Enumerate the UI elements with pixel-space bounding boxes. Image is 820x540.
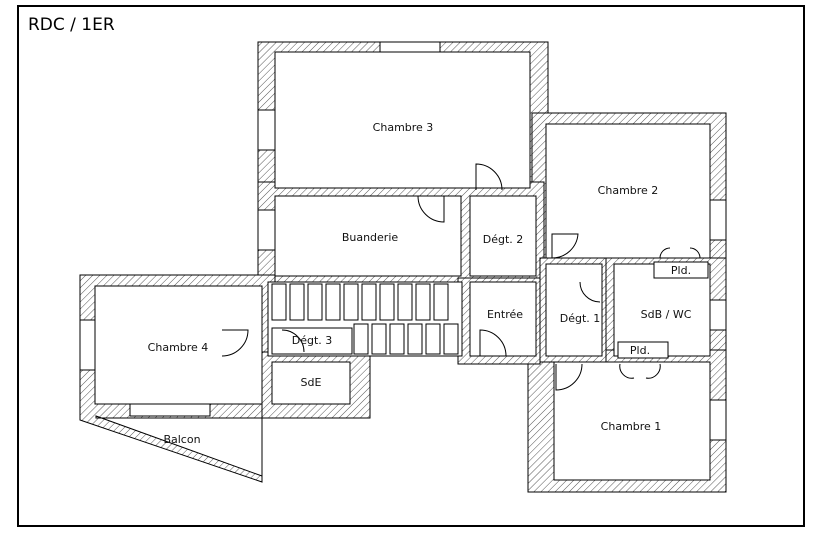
room-chambre-3 [274, 51, 531, 189]
label-balcon: Balcon [163, 433, 200, 446]
label-chambre-1: Chambre 1 [601, 420, 662, 433]
label-pld-bottom: Pld. [630, 344, 650, 357]
label-sde: SdE [301, 376, 322, 389]
label-chambre-2: Chambre 2 [598, 184, 659, 197]
room-degt-3 [271, 327, 353, 355]
room-chambre-1 [553, 361, 711, 481]
room-pld-bottom [617, 341, 669, 359]
room-sde [271, 361, 351, 405]
label-pld-top: Pld. [671, 264, 691, 277]
room-buanderie [274, 195, 462, 277]
label-degt-2: Dégt. 2 [483, 233, 524, 246]
label-degt-3: Dégt. 3 [292, 334, 333, 347]
label-chambre-4: Chambre 4 [148, 341, 209, 354]
room-pld-top [653, 261, 709, 279]
room-sdb-wc [613, 263, 711, 357]
room-balcon [95, 415, 263, 477]
windows [79, 41, 727, 441]
doors [221, 163, 701, 391]
label-sdb-wc: SdB / WC [641, 308, 692, 321]
plan-title: RDC / 1ER [28, 15, 115, 35]
room-degt-2 [469, 195, 537, 277]
room-degt-1 [545, 263, 603, 357]
label-degt-1: Dégt. 1 [560, 312, 601, 325]
label-buanderie: Buanderie [342, 231, 399, 244]
label-chambre-3: Chambre 3 [373, 121, 434, 134]
room-chambre-2 [545, 123, 711, 259]
room-chambre-4 [94, 285, 263, 405]
label-entree: Entrée [487, 308, 523, 321]
stairs [271, 283, 459, 355]
